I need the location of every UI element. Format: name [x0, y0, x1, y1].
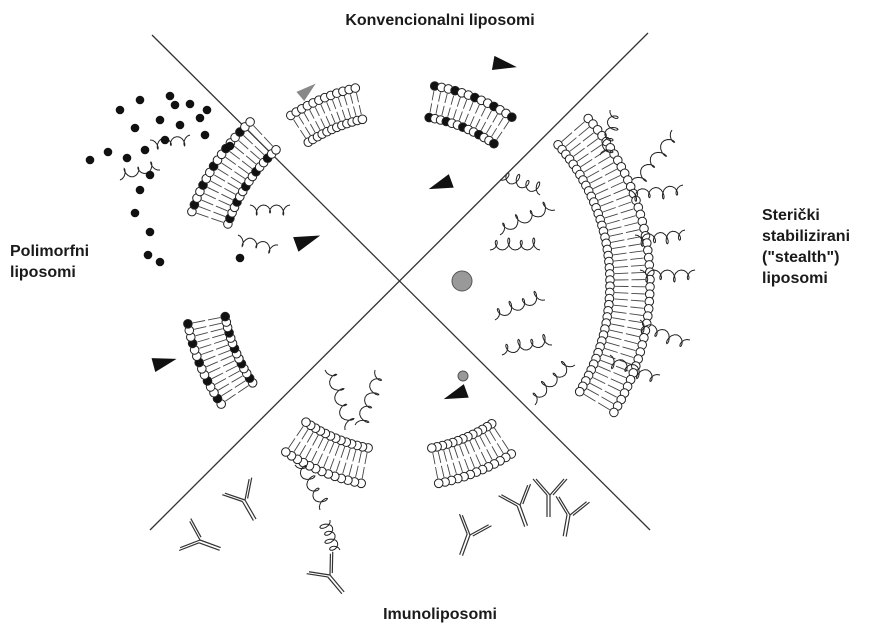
- bead: [226, 142, 235, 151]
- bead: [144, 251, 153, 260]
- drug-circle-small: [458, 371, 468, 381]
- bead: [146, 228, 155, 237]
- antibody-icon: [533, 479, 567, 517]
- bead: [104, 148, 113, 157]
- stealth-label-line-1: Sterički: [762, 205, 850, 226]
- bead: [136, 96, 145, 105]
- stealth-outer-chain: [628, 185, 683, 201]
- bead: [131, 209, 140, 218]
- stealth-inner-chain: [495, 291, 545, 320]
- polymorphic-chain: [120, 162, 160, 180]
- bead: [136, 186, 145, 195]
- antibody-icon-shape: [549, 496, 589, 539]
- bead: [141, 146, 150, 155]
- conventional-liposomes-label: Konvencionalni liposomi: [0, 10, 880, 31]
- bead: [131, 124, 140, 133]
- quadrant-dividers: [150, 33, 650, 530]
- antibody-icon: [222, 478, 270, 528]
- bead: [236, 254, 245, 263]
- immunoliposomes-label: Imunoliposomi: [0, 604, 880, 625]
- antibody-icon: [447, 514, 492, 561]
- stealth-inner-chain: [500, 173, 540, 195]
- bilayer-conventional-right: [425, 82, 516, 148]
- antibody-icon: [549, 496, 589, 539]
- stealth-outer-chain: [632, 130, 675, 181]
- stealth-liposomes-label: Sterički stabilizirani ("stealth") lipos…: [762, 205, 850, 289]
- antibody-icon-shape: [179, 519, 226, 564]
- polymorphic-label-line-1: Polimorfni: [10, 241, 89, 262]
- polymorphic-liposomes-label: Polimorfni liposomi: [10, 241, 89, 283]
- antibodies: [179, 478, 589, 603]
- bead: [161, 136, 170, 145]
- bilayer-stealth-head: [575, 387, 584, 396]
- antibody-icon-shape: [499, 484, 544, 531]
- stealth-inner-chain: [490, 238, 540, 250]
- bilayer-conventional-right-head: [490, 139, 499, 148]
- bead: [171, 101, 180, 110]
- bilayer-polymorphic-lower-head: [221, 312, 230, 321]
- bilayer-immuno-left-head: [302, 418, 311, 427]
- bead: [146, 171, 155, 180]
- antibody-icon-shape: [307, 552, 357, 603]
- drug-circle: [452, 271, 472, 291]
- divider-line-a: [152, 35, 650, 530]
- immuno-chain: [325, 370, 354, 430]
- polymorphic-chain: [250, 205, 290, 215]
- drug-triangle: [492, 56, 518, 74]
- bilayer-polymorphic-upper-head: [272, 146, 281, 155]
- bilayer-stealth-head: [610, 408, 619, 417]
- bilayer-polymorphic-lower-head: [184, 320, 193, 329]
- bilayer-polymorphic-lower: [184, 312, 257, 408]
- antibody-icon: [307, 552, 357, 603]
- stealth-inner-chain: [533, 362, 575, 406]
- drug-triangle: [152, 352, 179, 372]
- polymorphic-label-line-2: liposomi: [10, 262, 89, 283]
- bead: [196, 114, 205, 123]
- stealth-label-line-3: ("stealth"): [762, 247, 850, 268]
- bilayer-conventional-left-head: [358, 115, 367, 124]
- polymorphic-chain: [238, 235, 278, 253]
- bilayer-immuno-left-head: [282, 448, 291, 457]
- bead: [156, 116, 165, 125]
- bilayer-immuno-left: [282, 418, 373, 488]
- stealth-inner-chain: [500, 202, 555, 235]
- antibody-icon-shape: [533, 479, 567, 517]
- antibody-icon: [179, 519, 226, 564]
- stealth-inner-chain: [502, 335, 552, 356]
- bead: [186, 100, 195, 109]
- bead: [166, 92, 175, 101]
- drug-triangle: [441, 384, 468, 406]
- bilayer-immuno-right: [428, 420, 516, 488]
- bead: [156, 258, 165, 267]
- bead: [116, 106, 125, 115]
- polymorphic-chain: [150, 135, 190, 149]
- immuno-chain: [355, 370, 382, 425]
- bilayer-immuno-right-head: [428, 444, 437, 453]
- bead: [203, 106, 212, 115]
- bilayer-polymorphic-upper-head: [246, 118, 255, 127]
- antibody-icon-shape: [447, 514, 492, 561]
- drug-triangle: [426, 174, 453, 196]
- antibody-icon-shape: [222, 478, 270, 528]
- drug-triangle: [293, 228, 323, 252]
- immuno-chain: [320, 520, 340, 550]
- bilayer-conventional-left-head: [351, 84, 360, 93]
- bead: [176, 121, 185, 130]
- bead: [86, 156, 95, 165]
- antibody-icon: [499, 484, 544, 531]
- stealth-label-line-4: liposomi: [762, 268, 850, 289]
- bead: [123, 154, 132, 163]
- bead: [201, 131, 210, 140]
- bilayer-immuno-right-head: [434, 479, 443, 488]
- stealth-label-line-2: stabilizirani: [762, 226, 850, 247]
- bilayer-conventional-right-head: [508, 113, 517, 122]
